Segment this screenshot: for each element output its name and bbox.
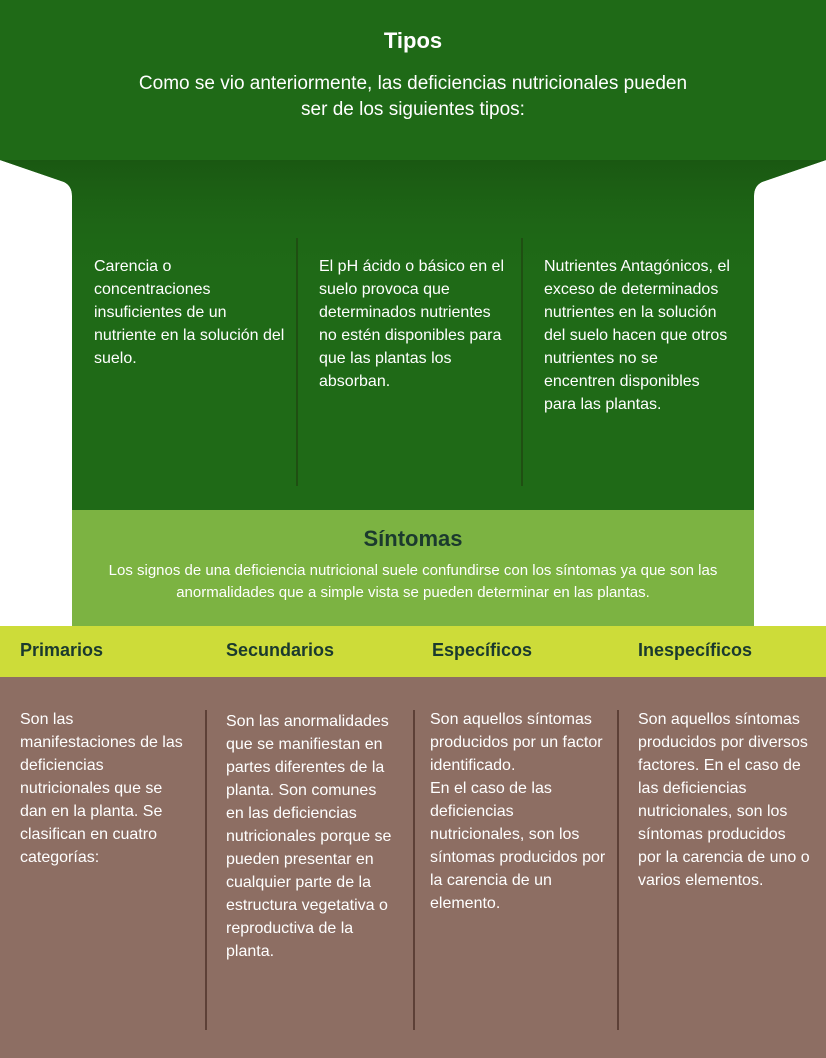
types-banner-background — [0, 0, 826, 510]
categories-panel: Son las manifestaciones de las deficienc… — [0, 677, 826, 1058]
category-title-inespecificos: Inespecíficos — [638, 640, 753, 660]
category-header-bar: Primarios Secundarios Específicos Inespe… — [0, 626, 826, 677]
symptoms-text: Los signos de una deficiencia nutriciona… — [108, 562, 718, 601]
symptoms-panel: Síntomas Los signos de una deficiencia n… — [72, 510, 754, 626]
category-text-inespecificos: Son aquellos síntomas producidos por div… — [638, 711, 810, 889]
column-divider — [521, 238, 523, 486]
symptoms-title: Síntomas — [363, 526, 463, 551]
category-title-secundarios: Secundarios — [226, 640, 335, 660]
category-text-secundarios: Son las anormalidades que se manifiestan… — [226, 713, 392, 960]
intro-text: Como se vio anteriormente, las deficienc… — [138, 73, 688, 120]
type-item-2: El pH ácido o básico en el suelo provoca… — [319, 258, 504, 390]
category-text-especificos: Son aquellos síntomas producidos por un … — [430, 711, 606, 912]
type-item-1: Carencia o concentraciones insuficientes… — [94, 258, 285, 367]
category-title-primarios: Primarios — [20, 640, 104, 660]
column-divider — [296, 238, 298, 486]
column-divider — [413, 710, 415, 1030]
category-title-especificos: Específicos — [432, 640, 533, 660]
column-divider — [205, 710, 207, 1030]
type-item-3: Nutrientes Antagónicos, el exceso de det… — [544, 258, 730, 413]
column-divider — [617, 710, 619, 1030]
category-text-primarios: Son las manifestaciones de las deficienc… — [20, 711, 183, 866]
page-title: Tipos — [383, 28, 443, 53]
